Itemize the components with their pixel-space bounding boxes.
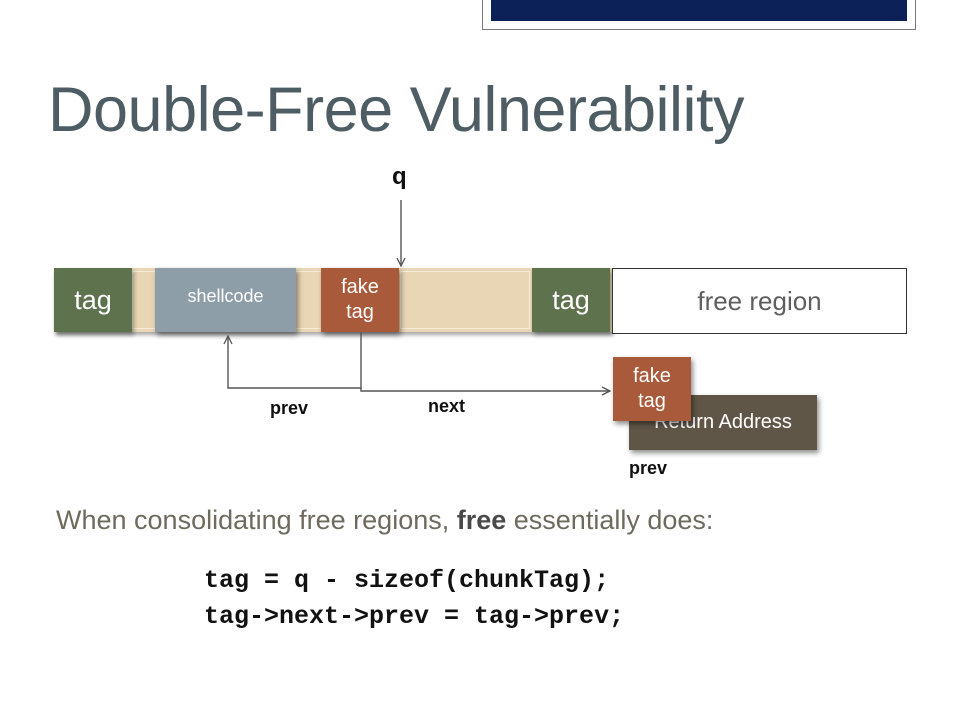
code-line: tag = q - sizeof(chunkTag); [204, 566, 610, 595]
code-line: tag->next->prev = tag->prev; [204, 602, 625, 631]
explanation-emphasis: free [456, 505, 507, 535]
explanation-text: When consolidating free regions, free es… [56, 505, 713, 536]
tag-block-left: tag [54, 268, 132, 332]
fake-tag-line1: fake [341, 276, 379, 298]
explanation-after: essentially does: [506, 505, 714, 535]
next-pointer-arrow [360, 388, 610, 391]
prev-label-return: prev [629, 458, 668, 478]
pointer-q-label: q [392, 163, 407, 190]
fake-tag-block-lower: fake tag [613, 357, 691, 421]
fake-tag-block: fake tag [321, 268, 399, 332]
shellcode-block: shellcode [155, 268, 296, 332]
tag-block-right: tag [532, 268, 610, 332]
slide-title: Double-Free Vulnerability [48, 75, 745, 145]
free-region-block: free region [612, 268, 907, 334]
strip-highlight [400, 271, 530, 329]
explanation-before: When consolidating free regions, [56, 505, 457, 535]
fake-tag-line2: tag [638, 390, 666, 412]
fake-tag-line2: tag [346, 301, 374, 323]
fake-tag-line1: fake [633, 365, 671, 387]
prev-label: prev [270, 398, 309, 418]
header-bar [491, 0, 907, 21]
next-label: next [428, 396, 466, 416]
prev-pointer-arrow [228, 332, 362, 389]
